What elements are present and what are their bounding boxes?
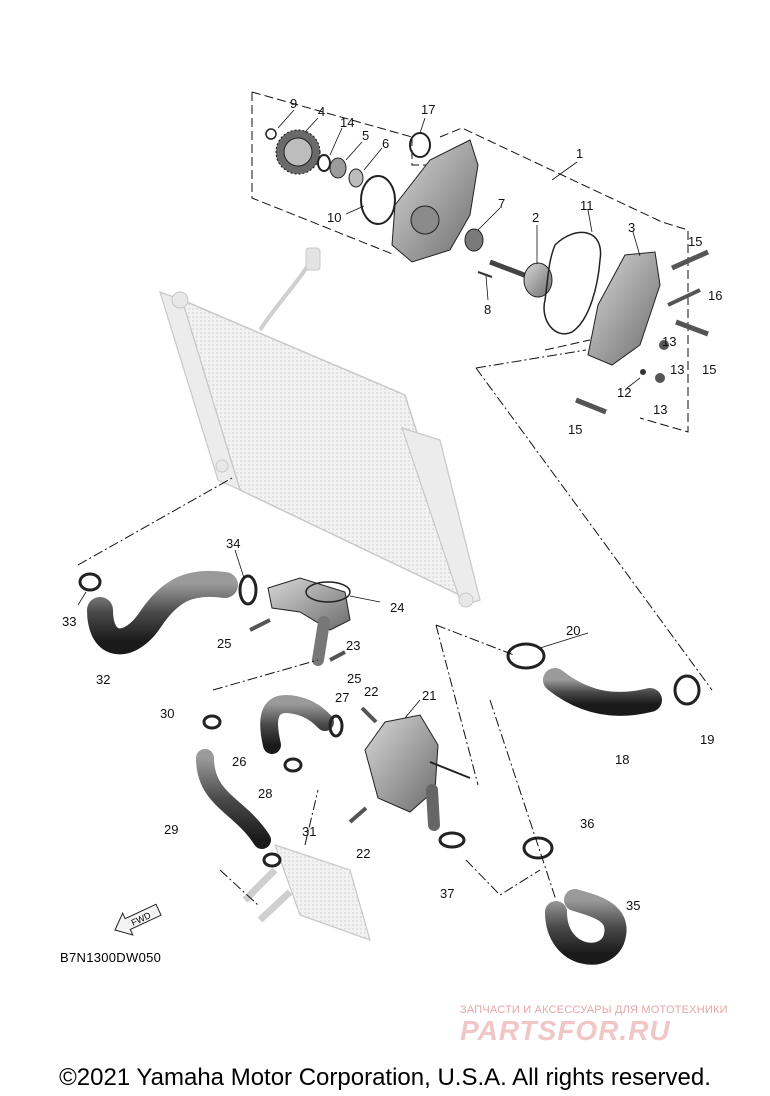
callout-32: 32 [96,672,110,687]
callout-33: 33 [62,614,76,629]
callout-13-a: 13 [670,362,684,377]
callout-24: 24 [390,600,404,615]
pump-parts [265,128,710,415]
callout-30: 30 [160,706,174,721]
callout-2: 2 [532,210,539,225]
diagram-reference-code: B7N1300DW050 [60,950,162,965]
callout-6: 6 [382,136,389,151]
callout-labels: 1 2 3 4 5 6 7 8 9 10 11 12 13 13 13 14 1… [62,96,722,913]
hoses [78,570,701,965]
callout-12: 12 [617,385,631,400]
callout-31: 31 [302,824,316,839]
routing-lines [77,349,713,906]
callout-13-c: 13 [662,334,676,349]
callout-35: 35 [626,898,640,913]
copyright-notice: ©2021 Yamaha Motor Corporation, U.S.A. A… [59,1064,711,1091]
oil-cooler [242,844,371,941]
callout-21: 21 [422,688,436,703]
callout-19: 19 [700,732,714,747]
callout-18: 18 [615,752,629,767]
callout-3: 3 [628,220,635,235]
radiator [159,247,481,608]
callout-29: 29 [164,822,178,837]
callout-17: 17 [421,102,435,117]
callout-4: 4 [318,104,325,119]
callout-22-b: 22 [356,846,370,861]
callout-25-a: 25 [217,636,231,651]
watermark-caption: ЗАПЧАСТИ И АКСЕССУАРЫ ДЛЯ МОТОТЕХНИКИ [460,1004,728,1016]
callout-36: 36 [580,816,594,831]
callout-15-a: 15 [688,234,702,249]
callout-1: 1 [576,146,583,161]
callout-23: 23 [346,638,360,653]
callout-8: 8 [484,302,491,317]
callout-15-c: 15 [568,422,582,437]
callout-27: 27 [335,690,349,705]
callout-34: 34 [226,536,240,551]
callout-25-b: 25 [347,671,361,686]
callout-14: 14 [340,115,354,130]
callout-13-b: 13 [653,402,667,417]
watermark-logo: PARTSFOR.RU [460,1015,671,1046]
callout-10: 10 [327,210,341,225]
callout-16: 16 [708,288,722,303]
callout-15-b: 15 [702,362,716,377]
callout-22-a: 22 [364,684,378,699]
callout-20: 20 [566,623,580,638]
callout-11: 11 [580,198,594,213]
callout-26: 26 [232,754,246,769]
callout-28: 28 [258,786,272,801]
callout-37: 37 [440,886,454,901]
front-direction-arrow: FWD [114,903,162,936]
callout-5: 5 [362,128,369,143]
callout-7: 7 [498,196,505,211]
leader-lines [77,109,641,719]
callout-9: 9 [290,96,297,111]
